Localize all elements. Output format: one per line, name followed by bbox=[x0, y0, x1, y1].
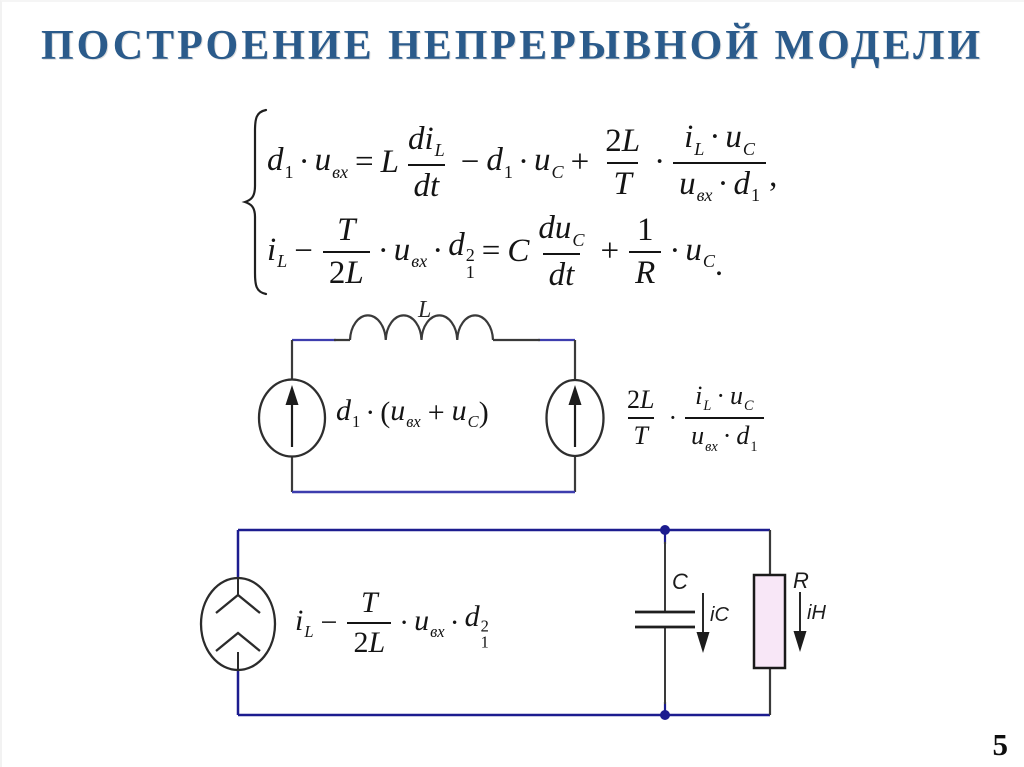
inductor-coil bbox=[348, 314, 495, 341]
fraction-T-2L: T 2L bbox=[322, 213, 370, 290]
tok-plus: + bbox=[427, 396, 445, 430]
resistor-current-label: iН bbox=[807, 602, 826, 624]
tok-minus: − bbox=[460, 144, 480, 181]
fraction-T-2L: T 2L bbox=[347, 588, 392, 658]
tok-minus: − bbox=[320, 606, 338, 639]
tok-dot: · bbox=[432, 233, 444, 270]
tok-period: . bbox=[714, 247, 724, 284]
tok-d1: d1 bbox=[336, 394, 361, 431]
tok-dot: · bbox=[669, 233, 681, 270]
tok-u-vx: uвх bbox=[390, 394, 421, 431]
capacitor-current-arrowhead bbox=[696, 632, 710, 653]
capacitor-current-label: iC bbox=[710, 604, 729, 626]
fraction-2L-T: 2L T bbox=[627, 385, 655, 451]
current-source-1-arrowhead bbox=[285, 385, 299, 405]
tok-C: C bbox=[507, 233, 530, 270]
frame-wire-blue bbox=[236, 528, 770, 717]
tok-rparen: ) bbox=[478, 396, 489, 430]
brace-path bbox=[241, 108, 268, 296]
circuit-1-source-1-label: d1 · ( uвх + uC ) bbox=[336, 396, 489, 431]
wire-dark-verticals bbox=[290, 340, 577, 492]
fraction-duC-dt: duC dt bbox=[538, 210, 585, 293]
tok-dot: · bbox=[377, 233, 389, 270]
tok-u-vx: uвх bbox=[314, 142, 349, 182]
tok-plus: + bbox=[570, 144, 590, 181]
tok-equals: = bbox=[481, 233, 501, 270]
fraction-1-R: 1 R bbox=[629, 213, 662, 290]
tok-u-C: uC bbox=[533, 142, 564, 182]
tok-d1: d1 bbox=[267, 142, 294, 182]
current-source-2-arrowhead bbox=[568, 385, 582, 405]
system-brace bbox=[241, 108, 268, 296]
node-dot-bottom bbox=[660, 710, 670, 720]
tok-dot: · bbox=[399, 606, 410, 639]
tok-dot: · bbox=[668, 403, 678, 433]
tok-i-L: iL bbox=[295, 603, 314, 641]
capacitor-label: C bbox=[672, 569, 688, 594]
tok-dot: · bbox=[365, 396, 376, 430]
tok-u-vx: uвх bbox=[414, 603, 445, 641]
equation-1: d1 · uвх = L diL dt − d1 · uC + 2L T · i… bbox=[267, 121, 777, 205]
tok-u-C: uC bbox=[451, 394, 479, 431]
fraction-2L-T: 2L T bbox=[605, 122, 641, 202]
tok-dot: · bbox=[298, 144, 310, 181]
fraction-diL-dt: diL dt bbox=[407, 120, 446, 204]
tok-i-L: iL bbox=[267, 231, 288, 272]
circuit-1-diagram: L bbox=[257, 297, 605, 494]
fraction-iLuC-uvxd1: iL·uC uвх·d1 bbox=[673, 121, 767, 205]
fraction-iLuC-uvxd1: iL·uC uвх·d1 bbox=[685, 383, 764, 454]
tok-L: L bbox=[380, 144, 399, 181]
slide-title: ПОСТРОЕНИЕ НЕПРЕРЫВНОЙ МОДЕЛИ bbox=[40, 23, 984, 69]
capacitor-plates bbox=[635, 610, 695, 629]
tok-u-vx: uвх bbox=[393, 231, 428, 272]
resistor-current-arrowhead bbox=[793, 631, 807, 652]
page-number: 5 bbox=[992, 727, 1009, 762]
resistor-label: R bbox=[793, 568, 809, 593]
node-dot-top bbox=[660, 525, 670, 535]
tok-u-C: uC bbox=[685, 231, 715, 272]
tok-dot: · bbox=[449, 606, 460, 639]
tok-comma: , bbox=[769, 158, 778, 195]
circuit-2-diagram: C iC R iН bbox=[199, 525, 826, 720]
tok-dot: · bbox=[517, 144, 529, 181]
tok-dot: · bbox=[654, 144, 666, 181]
tok-equals: = bbox=[355, 144, 374, 181]
tok-d1: d1 bbox=[486, 142, 513, 182]
controlled-source-chevron-1 bbox=[215, 593, 261, 614]
resistor-body bbox=[752, 573, 787, 670]
circuit-1-source-2-label: 2L T · iL·uC uвх·d1 bbox=[618, 383, 767, 454]
controlled-source-chevron-2 bbox=[215, 631, 261, 652]
tok-minus: − bbox=[294, 233, 313, 270]
tok-plus: + bbox=[600, 233, 620, 270]
inductor-label: L bbox=[417, 297, 431, 323]
tok-lparen: ( bbox=[380, 396, 391, 430]
